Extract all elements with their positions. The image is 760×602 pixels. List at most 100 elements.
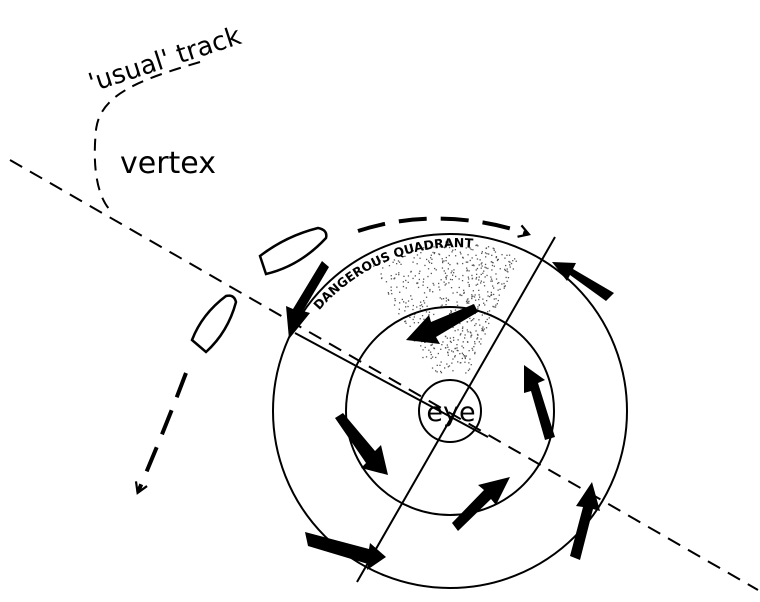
stipple-dot — [462, 275, 463, 276]
stipple-dot — [468, 370, 469, 371]
stipple-dot — [468, 277, 469, 278]
stipple-dot — [477, 308, 478, 309]
stipple-dot — [476, 274, 477, 275]
stipple-dot — [455, 255, 456, 256]
stipple-dot — [474, 296, 475, 297]
stipple-dot — [460, 253, 461, 254]
ship-upper-icon — [260, 228, 326, 274]
stipple-dot — [428, 268, 429, 269]
stipple-dot — [432, 291, 433, 292]
stipple-dot — [423, 279, 424, 280]
stipple-dot — [501, 254, 502, 255]
stipple-dot — [434, 252, 435, 253]
stipple-dot — [481, 274, 482, 275]
stipple-dot — [487, 311, 488, 312]
stipple-dot — [498, 290, 499, 291]
stipple-dot — [429, 289, 430, 290]
stipple-dot — [424, 292, 425, 293]
eye-label: eye — [426, 397, 475, 428]
stipple-dot — [442, 267, 443, 268]
stipple-dot — [448, 263, 449, 264]
stipple-dot — [501, 283, 502, 284]
stipple-dot — [445, 284, 446, 285]
stipple-dot — [431, 358, 432, 359]
stipple-dot — [494, 306, 495, 307]
stipple-dot — [482, 314, 483, 315]
stipple-dot — [504, 269, 505, 270]
stipple-dot — [450, 312, 451, 313]
stipple-dot — [493, 248, 494, 249]
stipple-dot — [472, 348, 473, 349]
stipple-dot — [477, 306, 478, 307]
stipple-dot — [488, 323, 489, 324]
stipple-dot — [403, 286, 404, 287]
stipple-dot — [452, 358, 453, 359]
stipple-dot — [469, 350, 470, 351]
stipple-dot — [506, 270, 507, 271]
stipple-dot — [495, 298, 496, 299]
stipple-dot — [381, 278, 382, 279]
stipple-dot — [452, 292, 453, 293]
stipple-dot — [419, 279, 420, 280]
stipple-dot — [507, 268, 508, 269]
stipple-dot — [424, 265, 425, 266]
stipple-dot — [398, 274, 399, 275]
stipple-dot — [463, 354, 464, 355]
stipple-dot — [452, 275, 453, 276]
stipple-dot — [419, 258, 420, 259]
stipple-dot — [491, 269, 492, 270]
stipple-dot — [509, 264, 510, 265]
stipple-dot — [465, 334, 466, 335]
stipple-dot — [456, 301, 457, 302]
stipple-dot — [465, 358, 466, 359]
stipple-dot — [512, 260, 513, 261]
stipple-dot — [469, 318, 470, 319]
stipple-dot — [475, 294, 476, 295]
stipple-dot — [439, 254, 440, 255]
stipple-dot — [437, 371, 438, 372]
stipple-dot — [428, 260, 429, 261]
stipple-dot — [462, 330, 463, 331]
stipple-dot — [478, 290, 479, 291]
stipple-dot — [443, 298, 444, 299]
stipple-dot — [430, 257, 431, 258]
stipple-dot — [411, 299, 412, 300]
stipple-dot — [451, 287, 452, 288]
stipple-dot — [498, 259, 499, 260]
stipple-dot — [440, 371, 441, 372]
stipple-dot — [413, 319, 414, 320]
stipple-dot — [438, 353, 439, 354]
stipple-dot — [475, 255, 476, 256]
stipple-dot — [427, 306, 428, 307]
stipple-dot — [399, 302, 400, 303]
stipple-dot — [473, 346, 474, 347]
stipple-dot — [476, 278, 477, 279]
stipple-dot — [398, 313, 399, 314]
stipple-dot — [482, 326, 483, 327]
stipple-dot — [422, 349, 423, 350]
stipple-dot — [381, 273, 382, 274]
stipple-dot — [403, 276, 404, 277]
stipple-dot — [480, 282, 481, 283]
stipple-dot — [448, 282, 449, 283]
stipple-dot — [429, 312, 430, 313]
stipple-dot — [516, 261, 517, 262]
stipple-dot — [450, 310, 451, 311]
ship-course-lower-arrow — [138, 373, 186, 492]
stipple-dot — [410, 271, 411, 272]
stipple-dot — [489, 317, 490, 318]
stipple-dot — [469, 286, 470, 287]
stipple-dot — [442, 261, 443, 262]
stipple-dot — [467, 269, 468, 270]
stipple-dot — [492, 262, 493, 263]
stipple-dot — [504, 288, 505, 289]
stipple-dot — [485, 252, 486, 253]
stipple-dot — [456, 347, 457, 348]
stipple-dot — [403, 281, 404, 282]
stipple-dot — [484, 328, 485, 329]
stipple-dot — [490, 281, 491, 282]
stipple-dot — [491, 279, 492, 280]
stipple-dot — [478, 319, 479, 320]
stipple-dot — [462, 280, 463, 281]
stipple-dot — [417, 263, 418, 264]
